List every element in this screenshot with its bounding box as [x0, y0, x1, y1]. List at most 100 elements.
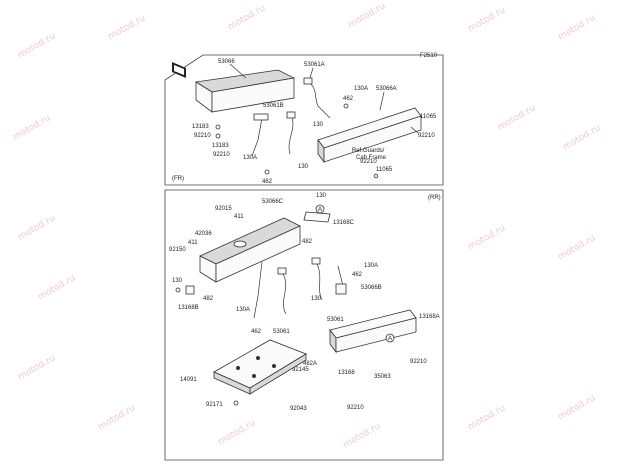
leader — [309, 67, 314, 79]
callout-A: A — [315, 204, 325, 214]
label-13183: 13183 — [212, 143, 229, 149]
watermark: motod.ru — [227, 3, 268, 32]
label-92015: 92015 — [215, 206, 232, 212]
watermark: motod.ru — [467, 223, 508, 252]
watermark: motod.ru — [467, 5, 508, 34]
label-42036: 42036 — [195, 231, 212, 237]
label-482A: 482A — [303, 361, 317, 367]
floor-plate — [213, 339, 307, 395]
watermark-layer: motod.ru motod.ru motod.ru motod.ru moto… — [12, 1, 603, 450]
label-11065: 11065 — [420, 114, 437, 120]
front-panel: (FR) 53066 53061A 130A 462 53066A 11065 … — [164, 54, 444, 186]
rear-panel: (RR) 92015 53066C 130 411 13168C A 42036… — [164, 189, 444, 461]
label-92210: 92210 — [410, 359, 427, 365]
label-462: 462 — [251, 329, 262, 335]
watermark: motod.ru — [107, 13, 148, 42]
belt-strap — [251, 117, 263, 157]
front-panel-frame — [164, 54, 444, 186]
label-92171: 92171 — [206, 402, 223, 408]
label-13183: 13183 — [192, 124, 209, 130]
leader — [410, 126, 419, 134]
nut — [343, 103, 349, 109]
label-11065: 11065 — [376, 167, 393, 173]
label-462: 462 — [262, 179, 273, 185]
label-411: 411 — [234, 214, 244, 220]
label-53061A: 53061A — [304, 62, 325, 68]
label-13168B: 13168B — [178, 305, 199, 311]
belt-buckle — [311, 257, 321, 265]
belt-strap — [281, 271, 287, 315]
label-92150: 92150 — [169, 247, 186, 253]
belt-strap — [315, 261, 323, 301]
label-462: 462 — [343, 96, 354, 102]
leader — [379, 91, 385, 111]
label-130A: 130A — [236, 307, 250, 313]
label-53066A: 53066A — [376, 86, 397, 92]
watermark: motod.ru — [17, 213, 58, 242]
cab-frame-label: Cab Frame — [356, 155, 387, 161]
rear-panel-tag: (RR) — [428, 195, 441, 201]
watermark: motod.ru — [17, 31, 58, 60]
rear-backrest — [329, 309, 417, 354]
watermark: motod.ru — [97, 403, 138, 432]
label-130: 130 — [311, 296, 322, 302]
label-53061B: 53061B — [263, 103, 284, 109]
label-482: 482 — [203, 296, 214, 302]
screw — [233, 400, 239, 406]
label-53066C: 53066C — [262, 199, 284, 205]
label-53066: 53066 — [218, 59, 235, 65]
label-92210: 92210 — [360, 159, 377, 165]
watermark: motod.ru — [497, 103, 538, 132]
watermark: motod.ru — [562, 123, 603, 152]
figure-code: F2510 — [420, 53, 438, 59]
label-92043: 92043 — [290, 406, 307, 412]
label-130A: 130A — [243, 155, 257, 161]
front-panel-tag: (FR) — [172, 176, 184, 182]
label-130A: 130A — [364, 263, 378, 269]
watermark: motod.ru — [557, 393, 598, 422]
belt-strap — [288, 117, 294, 155]
watermark: motod.ru — [217, 418, 258, 447]
bracket — [185, 285, 195, 295]
label-92210: 92210 — [194, 133, 211, 139]
label-35063: 35063 — [374, 374, 391, 380]
watermark: motod.ru — [557, 233, 598, 262]
belt-buckle — [286, 111, 296, 119]
bolt — [175, 287, 181, 293]
label-92210: 92210 — [418, 133, 435, 139]
label-411: 411 — [188, 240, 198, 246]
label-130A: 130A — [354, 86, 368, 92]
label-53061: 53061 — [327, 317, 344, 323]
label-462: 462 — [352, 272, 363, 278]
label-53061: 53061 — [273, 329, 290, 335]
callout-A-letter: A — [318, 207, 322, 213]
label-53066B: 53066B — [361, 285, 382, 291]
washer — [215, 133, 221, 139]
callout-A: A — [385, 333, 395, 343]
callout-A-letter: A — [388, 336, 392, 342]
nut — [264, 169, 270, 175]
label-13168C: 13168C — [333, 220, 355, 226]
label-130: 130 — [316, 193, 327, 199]
watermark: motod.ru — [557, 13, 598, 42]
belt-buckle — [253, 113, 269, 121]
belt-buckle — [335, 283, 347, 295]
label-130: 130 — [298, 164, 309, 170]
label-14091: 14091 — [180, 377, 197, 383]
washer — [215, 124, 221, 130]
backrest-bar — [317, 107, 422, 164]
label-92210: 92210 — [213, 152, 230, 158]
belt-buckle — [277, 267, 287, 275]
watermark: motod.ru — [17, 353, 58, 382]
belt-buckle — [303, 77, 313, 85]
watermark: motod.ru — [342, 421, 383, 450]
label-13168A: 13168A — [419, 314, 440, 320]
label-92210: 92210 — [347, 405, 364, 411]
seat-cushion — [194, 69, 296, 113]
bolt — [373, 173, 379, 179]
watermark: motod.ru — [347, 1, 388, 30]
label-13168: 13168 — [338, 370, 355, 376]
watermark: motod.ru — [37, 273, 78, 302]
bracket — [303, 211, 331, 223]
